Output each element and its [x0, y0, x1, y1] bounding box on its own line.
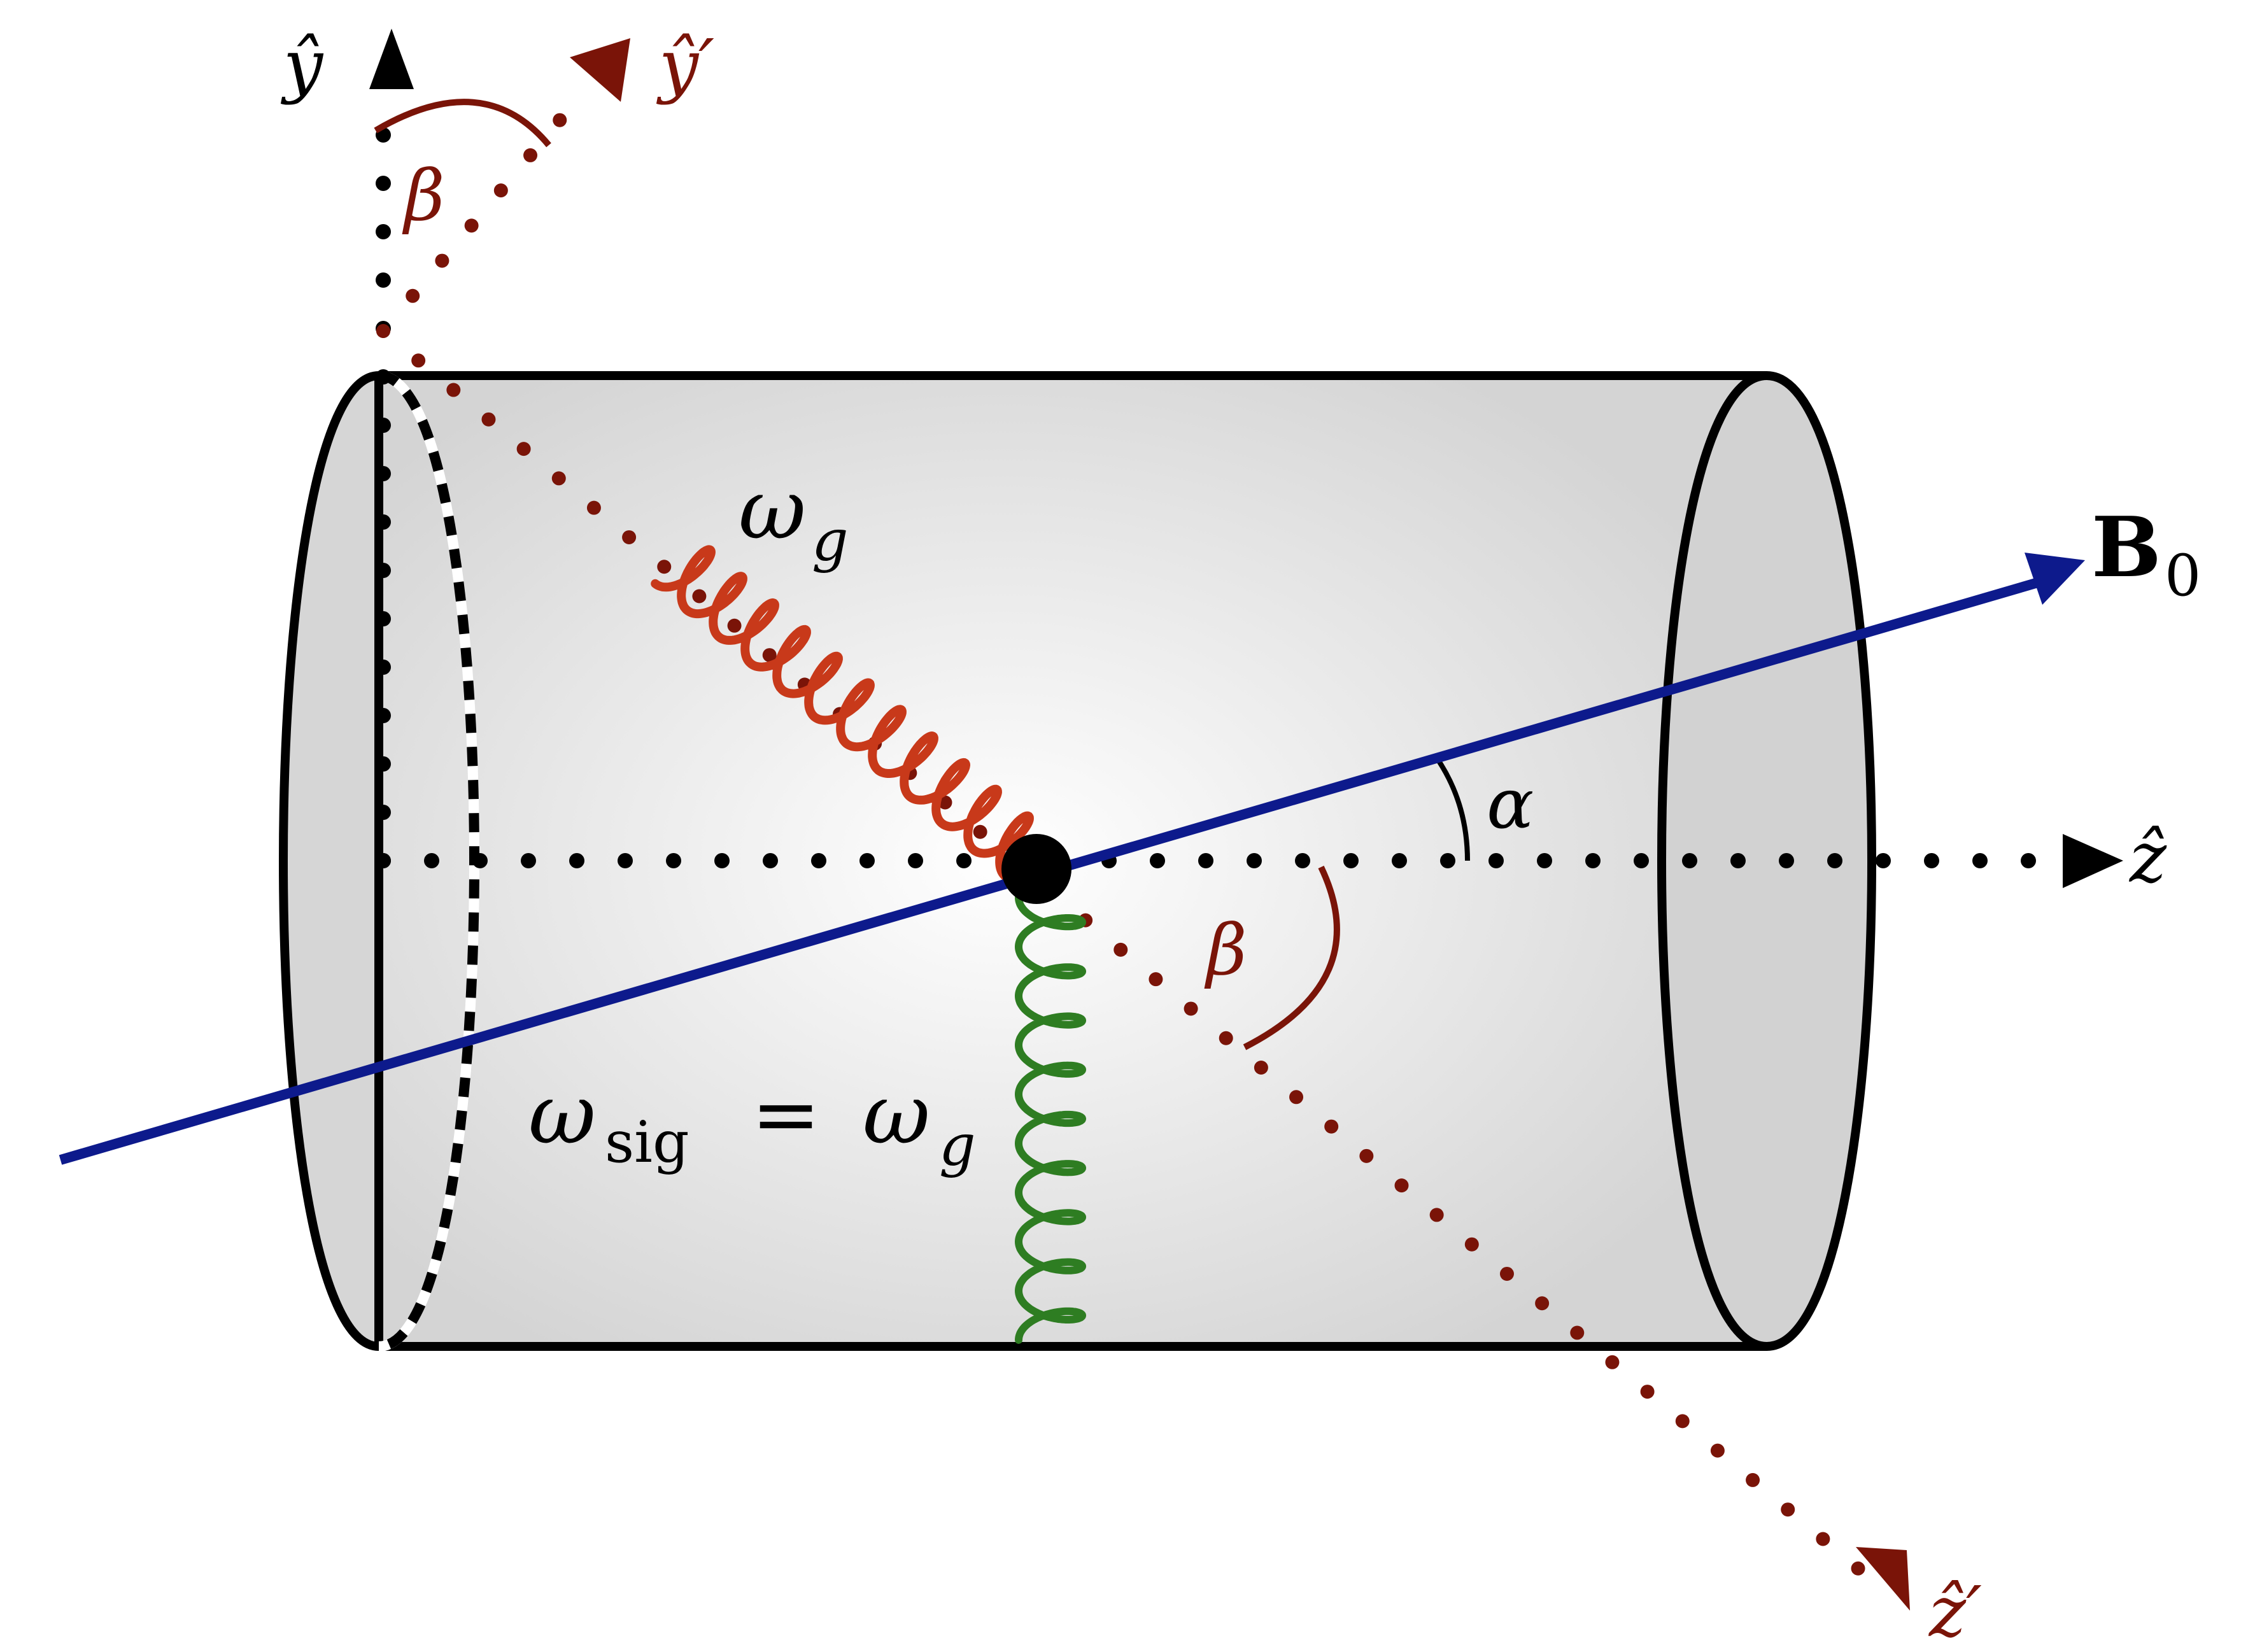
y-prime-axis-line	[376, 82, 593, 338]
cylinder-left-cap	[279, 371, 383, 1351]
label-omega-rhs-sub: g	[939, 1112, 976, 1179]
label-field: B	[2091, 498, 2161, 596]
label-z-prime-axis: ẑ′	[1928, 1571, 1982, 1652]
label-beta-bottom: β	[1204, 909, 1247, 991]
signal-wave	[1014, 894, 1087, 1344]
label-alpha: α	[1487, 763, 1534, 844]
cylinder-right-cap	[1657, 371, 1876, 1352]
z-axis-arrowhead	[2063, 834, 2123, 888]
label-omega-rhs: ω	[863, 1066, 930, 1162]
z-prime-axis-arrowhead	[1856, 1547, 1910, 1611]
label-omega-sig-sub: sig	[605, 1109, 689, 1176]
y-axis-arrowhead	[369, 29, 414, 89]
beta-bottom-arc	[1243, 865, 1340, 1050]
graviton-wave	[651, 545, 1034, 881]
label-y-prime-axis: ŷ′	[656, 24, 714, 106]
y-axis	[369, 29, 414, 868]
signal-wave-path	[1014, 894, 1087, 1344]
interaction-point	[1001, 834, 1071, 904]
alpha-arc	[1433, 754, 1470, 861]
label-omega-g-sub: g	[812, 507, 849, 574]
beta-top-arc	[374, 99, 551, 148]
label-omega-sig: ω	[528, 1066, 596, 1162]
label-z-axis: ẑ	[2128, 817, 2167, 898]
y-prime-axis-arrowhead	[570, 38, 630, 102]
z-prime-axis-line	[376, 324, 1866, 1576]
label-field-sub: 0	[2165, 542, 2201, 609]
field-arrowhead	[2025, 553, 2085, 605]
graviton-wave-path	[651, 545, 1034, 881]
rotated-axes	[376, 38, 1910, 1611]
label-y-axis: ŷ	[280, 24, 324, 106]
label-omega-g: ω	[739, 461, 806, 558]
label-equals: =	[751, 1066, 821, 1162]
z-axis	[376, 834, 2123, 888]
label-beta-top: β	[402, 155, 445, 236]
